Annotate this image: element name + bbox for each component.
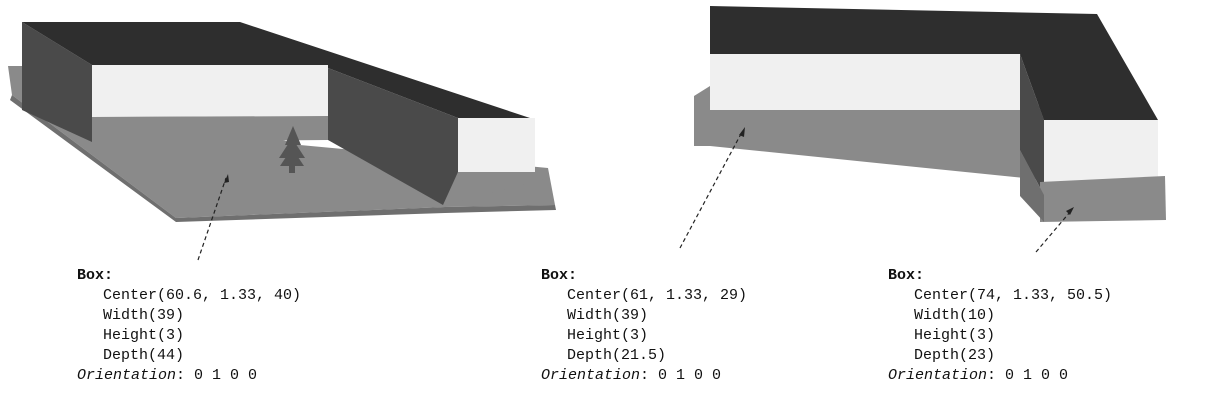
box-orientation: Orientation: 0 1 0 0	[77, 366, 301, 386]
middle-render	[679, 6, 1166, 253]
right-pointer-arrow	[1035, 211, 1071, 253]
middle-light-face	[710, 54, 1020, 110]
orientation-value: : 0 1 0 0	[987, 367, 1069, 384]
right-pointer-arrowhead	[1066, 207, 1074, 215]
box-width: Width(10)	[914, 307, 996, 324]
orientation-label: Orientation	[888, 367, 988, 384]
orientation-label: Orientation	[77, 367, 177, 384]
box-title: Box:	[541, 267, 578, 284]
box-width: Width(39)	[567, 307, 649, 324]
left-roof	[22, 22, 530, 118]
left-base-slab-side	[10, 95, 556, 222]
middle-end-face	[1044, 120, 1158, 182]
left-right-wall	[328, 68, 458, 205]
middle-end-base	[1040, 176, 1166, 222]
left-pointer-arrowhead	[224, 174, 229, 183]
box-caption-3: Box: Center(74, 1.33, 50.5) Width(10) He…	[888, 266, 1112, 386]
left-far-wall	[22, 22, 92, 142]
box-height: Height(3)	[567, 327, 649, 344]
left-end-face-shadow	[445, 172, 548, 205]
middle-pointer-arrow	[679, 131, 743, 249]
tree-icon	[279, 126, 305, 173]
box-caption-1: Box: Center(60.6, 1.33, 40) Width(39) He…	[77, 266, 301, 386]
left-light-face	[92, 65, 328, 117]
box-caption-2: Box: Center(61, 1.33, 29) Width(39) Heig…	[541, 266, 747, 386]
orientation-value: : 0 1 0 0	[640, 367, 722, 384]
scene-render	[8, 6, 1166, 261]
left-light-face-shadow	[92, 116, 328, 142]
box-center: Center(60.6, 1.33, 40)	[103, 287, 302, 304]
middle-pointer-arrowhead	[739, 127, 745, 137]
left-end-face	[458, 118, 535, 172]
box-orientation: Orientation: 0 1 0 0	[541, 366, 747, 386]
box-center: Center(74, 1.33, 50.5)	[914, 287, 1113, 304]
box-depth: Depth(44)	[103, 347, 185, 364]
left-render	[8, 22, 556, 261]
box-depth: Depth(21.5)	[567, 347, 667, 364]
orientation-label: Orientation	[541, 367, 641, 384]
middle-end-base-dark	[1020, 150, 1044, 222]
box-title: Box:	[77, 267, 114, 284]
left-pointer-arrow	[197, 177, 227, 261]
middle-corner-wall	[1020, 54, 1044, 195]
box-width: Width(39)	[103, 307, 185, 324]
box-depth: Depth(23)	[914, 347, 996, 364]
box-height: Height(3)	[103, 327, 185, 344]
box-orientation: Orientation: 0 1 0 0	[888, 366, 1112, 386]
box-center: Center(61, 1.33, 29)	[567, 287, 748, 304]
orientation-value: : 0 1 0 0	[176, 367, 258, 384]
middle-roof	[710, 6, 1158, 120]
box-title: Box:	[888, 267, 925, 284]
box-height: Height(3)	[914, 327, 996, 344]
